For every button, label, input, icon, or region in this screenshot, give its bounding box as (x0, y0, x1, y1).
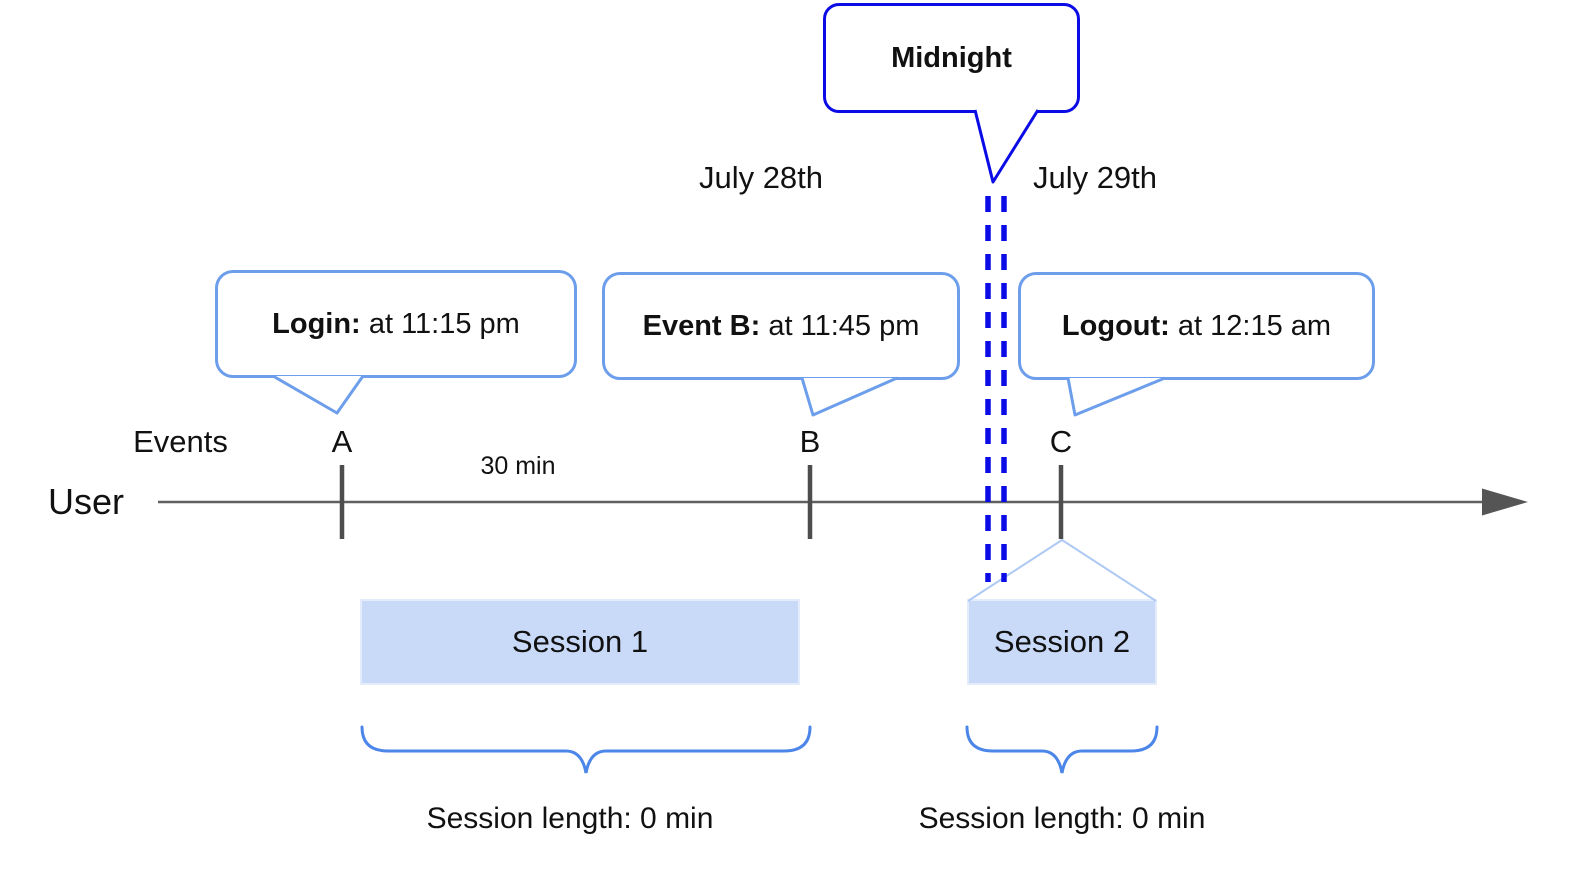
midnight-callout: Midnight (823, 3, 1080, 113)
interval-label-30min: 30 min (480, 452, 556, 480)
login-callout-detail: at 11:15 pm (368, 307, 520, 340)
logout-callout: Logout: at 12:15 am (1018, 272, 1375, 380)
session1-length-label: Session length: 0 min (426, 802, 714, 835)
session2-brace (965, 725, 1159, 774)
session1-label: Session 1 (511, 624, 649, 659)
marker-label-a: A (331, 424, 353, 459)
login-callout-title: Login: (272, 307, 361, 340)
session2-box: Session 2 (967, 599, 1157, 685)
marker-label-c: C (1049, 424, 1073, 459)
event-b-callout: Event B: at 11:45 pm (602, 272, 960, 380)
session2-roof-lines (967, 538, 1157, 602)
midnight-callout-label: Midnight (891, 41, 1012, 74)
login-callout-tail (272, 374, 365, 415)
marker-label-b: B (799, 424, 821, 459)
events-axis-label: Events (133, 424, 228, 459)
date-label-july-28: July 28th (698, 160, 824, 195)
session2-label: Session 2 (993, 624, 1131, 659)
logout-callout-tail (1066, 376, 1166, 417)
date-label-july-29: July 29th (1032, 160, 1158, 195)
session1-brace (360, 725, 812, 774)
logout-callout-title: Logout: (1061, 309, 1170, 342)
session2-length-label: Session length: 0 min (918, 802, 1206, 835)
user-axis-label: User (48, 481, 125, 522)
event-b-callout-detail: at 11:45 pm (768, 309, 920, 342)
logout-callout-detail: at 12:15 am (1177, 309, 1332, 342)
login-callout: Login: at 11:15 pm (215, 270, 577, 378)
session1-box: Session 1 (360, 599, 800, 685)
timeline-arrowhead-icon (1482, 488, 1528, 516)
event-b-callout-tail (800, 376, 898, 417)
event-b-callout-title: Event B: (642, 309, 761, 342)
